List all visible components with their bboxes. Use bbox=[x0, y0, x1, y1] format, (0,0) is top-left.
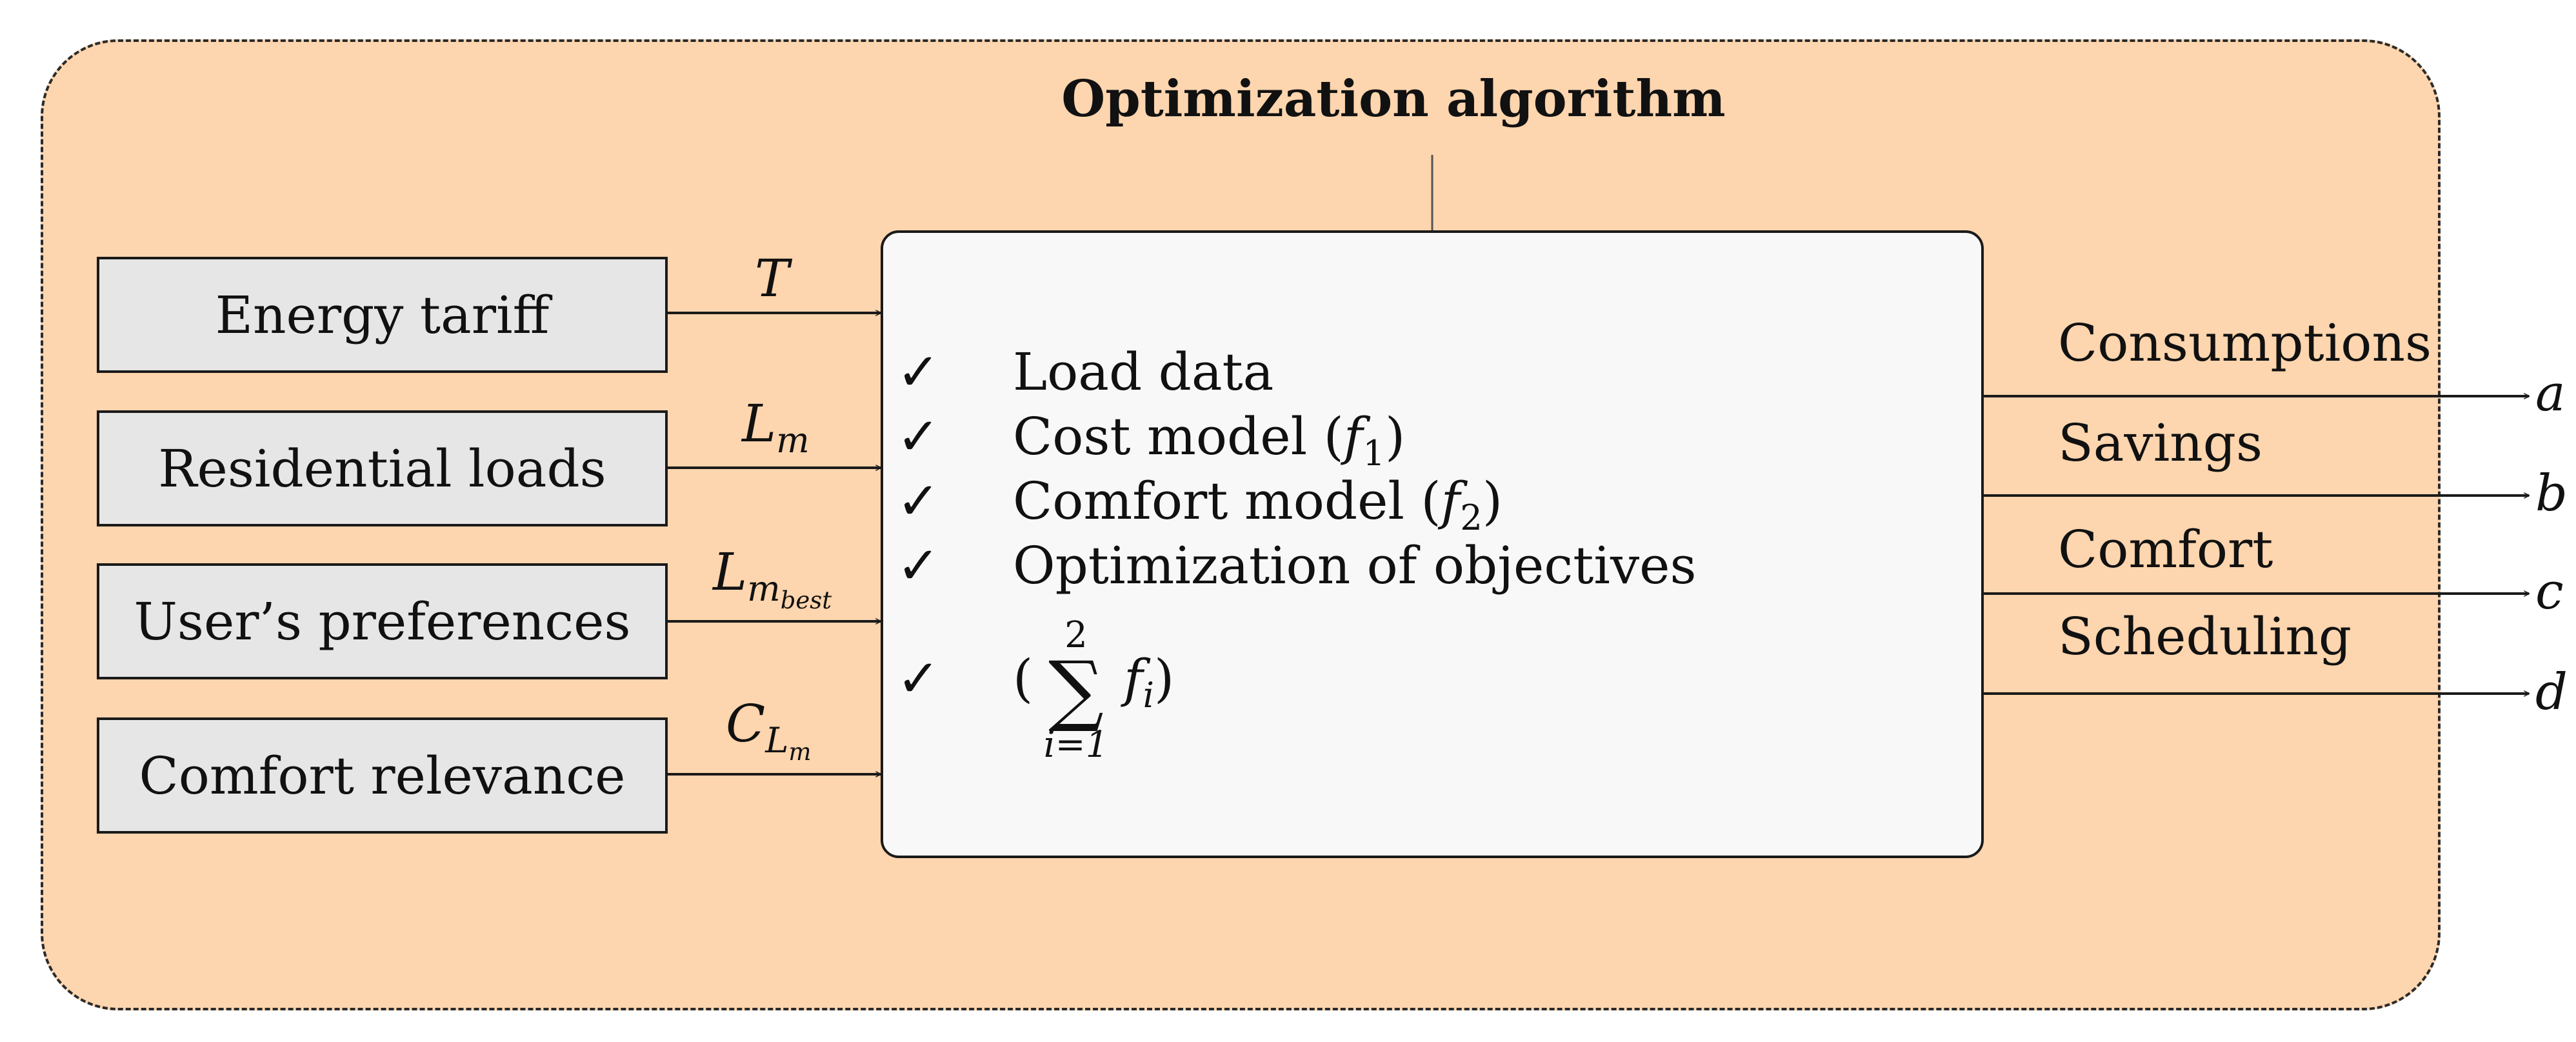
signal-subscript: mbest bbox=[747, 568, 832, 614]
algorithm-box bbox=[881, 230, 1984, 858]
signal-label-comfort-relevance: CLm bbox=[726, 694, 811, 766]
input-box-comfort-relevance: Comfort relevance bbox=[97, 717, 668, 834]
checklist-item-load-data: Load data bbox=[1013, 342, 1274, 402]
summand: fi) bbox=[1124, 648, 1175, 716]
signal-label-loads: Lm bbox=[742, 394, 810, 461]
check-mark: ✓ bbox=[897, 648, 941, 708]
signal-subscript: m bbox=[776, 420, 810, 461]
check-mark: ✓ bbox=[897, 536, 941, 596]
input-box-residential-loads: Residential loads bbox=[97, 410, 668, 526]
signal-symbol: C bbox=[726, 694, 766, 754]
signal-subscript: Lm bbox=[765, 720, 812, 766]
open-paren: ( bbox=[1013, 648, 1033, 708]
output-label-consumptions: Consumptions bbox=[2058, 313, 2432, 373]
input-box-users-preferences: User’s preferences bbox=[97, 563, 668, 679]
diagram-title: Optimization algorithm bbox=[1061, 70, 1726, 128]
checklist-item-cost-model: Cost model (f1) bbox=[1013, 406, 1406, 474]
output-label-comfort: Comfort bbox=[2058, 519, 2273, 579]
checklist-item-comfort-model: Comfort model (f2) bbox=[1013, 471, 1503, 538]
signal-label-tariff: T bbox=[755, 248, 789, 308]
check-mark: ✓ bbox=[897, 471, 941, 531]
input-box-energy-tariff: Energy tariff bbox=[97, 257, 668, 373]
signal-symbol: T bbox=[755, 248, 790, 308]
signal-symbol: L bbox=[713, 542, 748, 602]
output-label-scheduling: Scheduling bbox=[2058, 606, 2352, 666]
output-letter-a: a bbox=[2535, 365, 2566, 423]
sum-lower-limit: i=1 bbox=[1043, 724, 1109, 766]
sum-operator: ∑ bbox=[1048, 645, 1104, 735]
sum-upper-limit: 2 bbox=[1064, 614, 1088, 656]
output-letter-b: b bbox=[2535, 465, 2568, 523]
summation-stack: 2 ∑ i=1 bbox=[1037, 616, 1115, 765]
check-mark: ✓ bbox=[897, 406, 941, 466]
signal-symbol: L bbox=[742, 394, 777, 454]
check-mark: ✓ bbox=[897, 342, 941, 402]
checklist-item-optimization-of-objectives: Optimization of objectives bbox=[1013, 536, 1697, 596]
output-letter-d: d bbox=[2535, 663, 2568, 721]
output-label-savings: Savings bbox=[2058, 413, 2263, 473]
output-letter-c: c bbox=[2535, 563, 2564, 621]
signal-label-preferences: Lmbest bbox=[713, 542, 832, 614]
